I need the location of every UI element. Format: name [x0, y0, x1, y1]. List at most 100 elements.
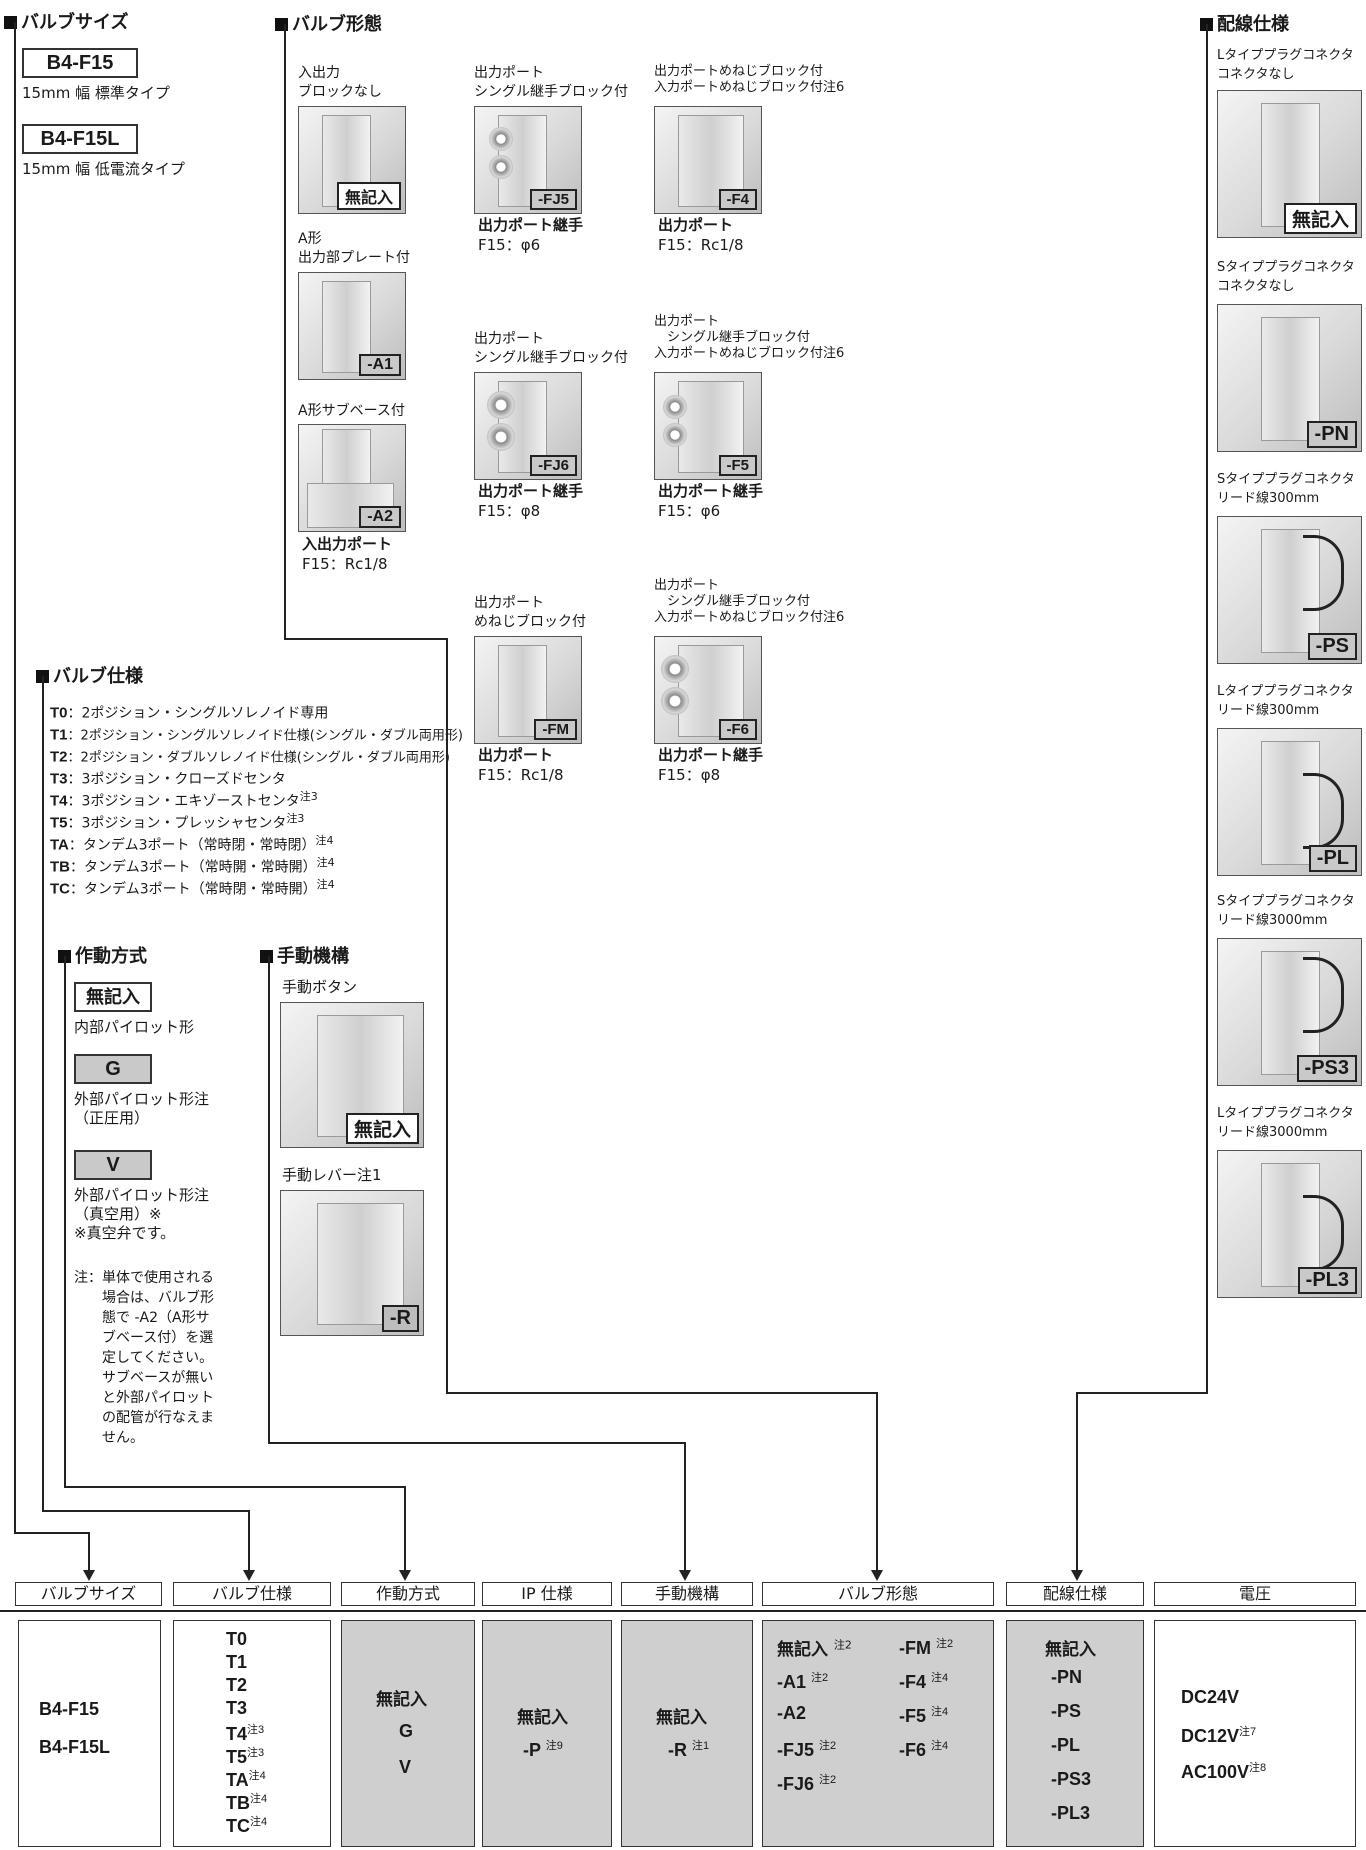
panel-form-item: -FJ6 注2 — [777, 1774, 837, 1794]
wiring-caption-ps3: Sタイププラグコネクタ リード線3000mm — [1217, 894, 1355, 928]
panel-wiring-item: -PL3 — [1051, 1803, 1091, 1823]
manual-caption-lever: 手動レバー注1 — [282, 1166, 382, 1184]
valve-spec-line: T2：2ポジション・ダブルソレノイド仕様(シングル・ダブル両用形) — [50, 748, 450, 766]
panel-form-item: -FJ5 注2 — [777, 1740, 837, 1760]
connector-line — [876, 1392, 878, 1572]
connector-line — [14, 1532, 90, 1534]
panel-operation-g: G — [399, 1721, 414, 1741]
operation-desc-g: 外部パイロット形注 （正圧用） — [74, 1090, 210, 1127]
operation-code-v: V — [74, 1150, 152, 1180]
panel-valve-size: B4-F15 B4-F15L — [18, 1620, 161, 1847]
form-tag-fm: -FM — [534, 719, 577, 740]
manual-title: 手動機構 — [260, 942, 349, 968]
panel-form-item: -F6 注4 — [899, 1740, 949, 1760]
panel-manual-r: -R 注1 — [668, 1740, 710, 1760]
valve-spec-line: T4：3ポジション・エキゾーストセンタ注3 — [50, 790, 318, 810]
connector-line — [684, 1442, 686, 1572]
header-valve-size: バルブサイズ — [15, 1582, 162, 1606]
panel-spec-item: TB注4 — [226, 1793, 268, 1813]
form-port-label-f5: 出力ポート継手 — [658, 482, 764, 500]
panel-wiring-item: -PN — [1051, 1667, 1082, 1687]
panel-wiring-item: 無記入 — [1045, 1640, 1096, 1660]
form-tag-f5: -F5 — [718, 455, 757, 476]
panel-voltage-item: DC12V注7 — [1181, 1726, 1257, 1746]
form-port-spec-fj5: F15：φ6 — [478, 236, 541, 254]
valve-spec-line: T1：2ポジション・シングルソレノイド仕様(シングル・ダブル両用形) — [50, 726, 463, 744]
manual-photo-button: 無記入 — [280, 1002, 424, 1148]
form-port-spec-a2: F15：Rc1/8 — [302, 555, 388, 573]
wiring-photo-pl: -PL — [1217, 728, 1362, 876]
connector-line — [446, 1392, 878, 1394]
connector-line — [42, 1510, 250, 1512]
panel-manual: 無記入 -R 注1 — [621, 1620, 753, 1847]
panel-operation-internal: 無記入 — [376, 1690, 427, 1710]
panel-operation-v: V — [399, 1757, 412, 1777]
wiring-tag-pn: -PN — [1306, 421, 1357, 448]
form-port-spec-f4: F15：Rc1/8 — [658, 236, 744, 254]
form-caption-f6: 出力ポート シングル継手ブロック付 入力ポートめねじブロック付注6 — [654, 578, 845, 625]
header-valve-form: バルブ形態 — [762, 1582, 994, 1606]
valve-spec-title: バルブ仕様 — [36, 662, 143, 688]
wiring-tag-pl: -PL — [1308, 845, 1357, 872]
panel-wiring: 無記入 -PN -PS -PL -PS3 -PL3 — [1006, 1620, 1144, 1847]
form-tag-f6: -F6 — [718, 719, 757, 740]
form-tag-fj6: -FJ6 — [530, 455, 577, 476]
header-valve-spec: バルブ仕様 — [173, 1582, 331, 1606]
form-photo-a2: -A2 — [298, 424, 406, 532]
form-photo-fm: -FM — [474, 636, 582, 744]
form-tag-a1: -A1 — [359, 354, 401, 376]
header-voltage: 電圧 — [1154, 1582, 1356, 1606]
form-port-label-f4: 出力ポート — [658, 216, 734, 234]
panel-form-item: -F4 注4 — [899, 1672, 949, 1692]
connector-line — [1076, 1392, 1078, 1572]
header-wiring: 配線仕様 — [1006, 1582, 1144, 1606]
valve-spec-line: T0：2ポジション・シングルソレノイド専用 — [50, 704, 329, 722]
valve-spec-line: T3：3ポジション・クローズドセンタ — [50, 770, 286, 788]
wiring-tag-pl3: -PL3 — [1297, 1267, 1357, 1294]
form-caption-f4: 出力ポートめねじブロック付 入力ポートめねじブロック付注6 — [654, 64, 845, 95]
panel-spec-item: T1 — [226, 1652, 248, 1672]
form-port-spec-fj6: F15：φ8 — [478, 502, 541, 520]
wiring-photo-ps: -PS — [1217, 516, 1362, 664]
form-port-label-a2: 入出力ポート — [302, 535, 393, 553]
manual-caption-button: 手動ボタン — [282, 978, 358, 996]
form-port-label-f6: 出力ポート継手 — [658, 746, 764, 764]
valve-size-desc-standard: 15mm 幅 標準タイプ — [22, 84, 170, 102]
operation-code-g: G — [74, 1054, 152, 1084]
form-photo-f4: -F4 — [654, 106, 762, 214]
valve-spec-line: TC：タンデム3ポート（常時閉・常時開）注4 — [50, 878, 335, 898]
panel-size-b4-f15: B4-F15 — [39, 1699, 100, 1719]
panel-spec-item: TC注4 — [226, 1816, 268, 1836]
form-caption-a2: A形サブベース付 — [298, 403, 405, 419]
form-tag-a2: -A2 — [359, 506, 401, 528]
form-photo-fj6: -FJ6 — [474, 372, 582, 480]
operation-title: 作動方式 — [58, 942, 147, 968]
valve-spec-line: TB：タンデム3ポート（常時開・常時開）注4 — [50, 856, 335, 876]
wiring-caption-none: Lタイププラグコネクタ コネクタなし — [1217, 48, 1354, 82]
panel-ip: 無記入 -P 注9 — [482, 1620, 612, 1847]
header-operation: 作動方式 — [341, 1582, 475, 1606]
form-port-spec-f6: F15：φ8 — [658, 766, 721, 784]
form-photo-fj5: -FJ5 — [474, 106, 582, 214]
form-tag-f4: -F4 — [718, 189, 757, 210]
arrow-wiring — [1071, 1570, 1083, 1581]
wiring-photo-ps3: -PS3 — [1217, 938, 1362, 1086]
panel-manual-none: 無記入 — [656, 1708, 707, 1728]
panel-wiring-item: -PS3 — [1051, 1769, 1092, 1789]
panel-voltage-item: AC100V注8 — [1181, 1762, 1267, 1782]
panel-spec-item: T0 — [226, 1629, 248, 1649]
form-photo-a1: -A1 — [298, 272, 406, 380]
manual-tag-button: 無記入 — [345, 1113, 419, 1144]
form-caption-none: 入出力 ブロックなし — [298, 65, 382, 100]
form-caption-fj5: 出力ポート シングル継手ブロック付 — [474, 65, 628, 100]
panel-valve-form: 無記入 注2 -A1 注2 -A2 -FJ5 注2 -FJ6 注2 -FM 注2… — [762, 1620, 994, 1847]
connector-line — [64, 956, 66, 1487]
panel-spec-item: T5注3 — [226, 1747, 265, 1767]
arrow-operation — [399, 1570, 411, 1581]
form-tag-none: 無記入 — [336, 182, 401, 210]
panel-wiring-item: -PL — [1051, 1735, 1080, 1755]
form-port-label-fj5: 出力ポート継手 — [478, 216, 584, 234]
connector-line — [88, 1532, 90, 1572]
wiring-tag-ps3: -PS3 — [1296, 1055, 1357, 1082]
panel-ip-none: 無記入 — [517, 1708, 568, 1728]
